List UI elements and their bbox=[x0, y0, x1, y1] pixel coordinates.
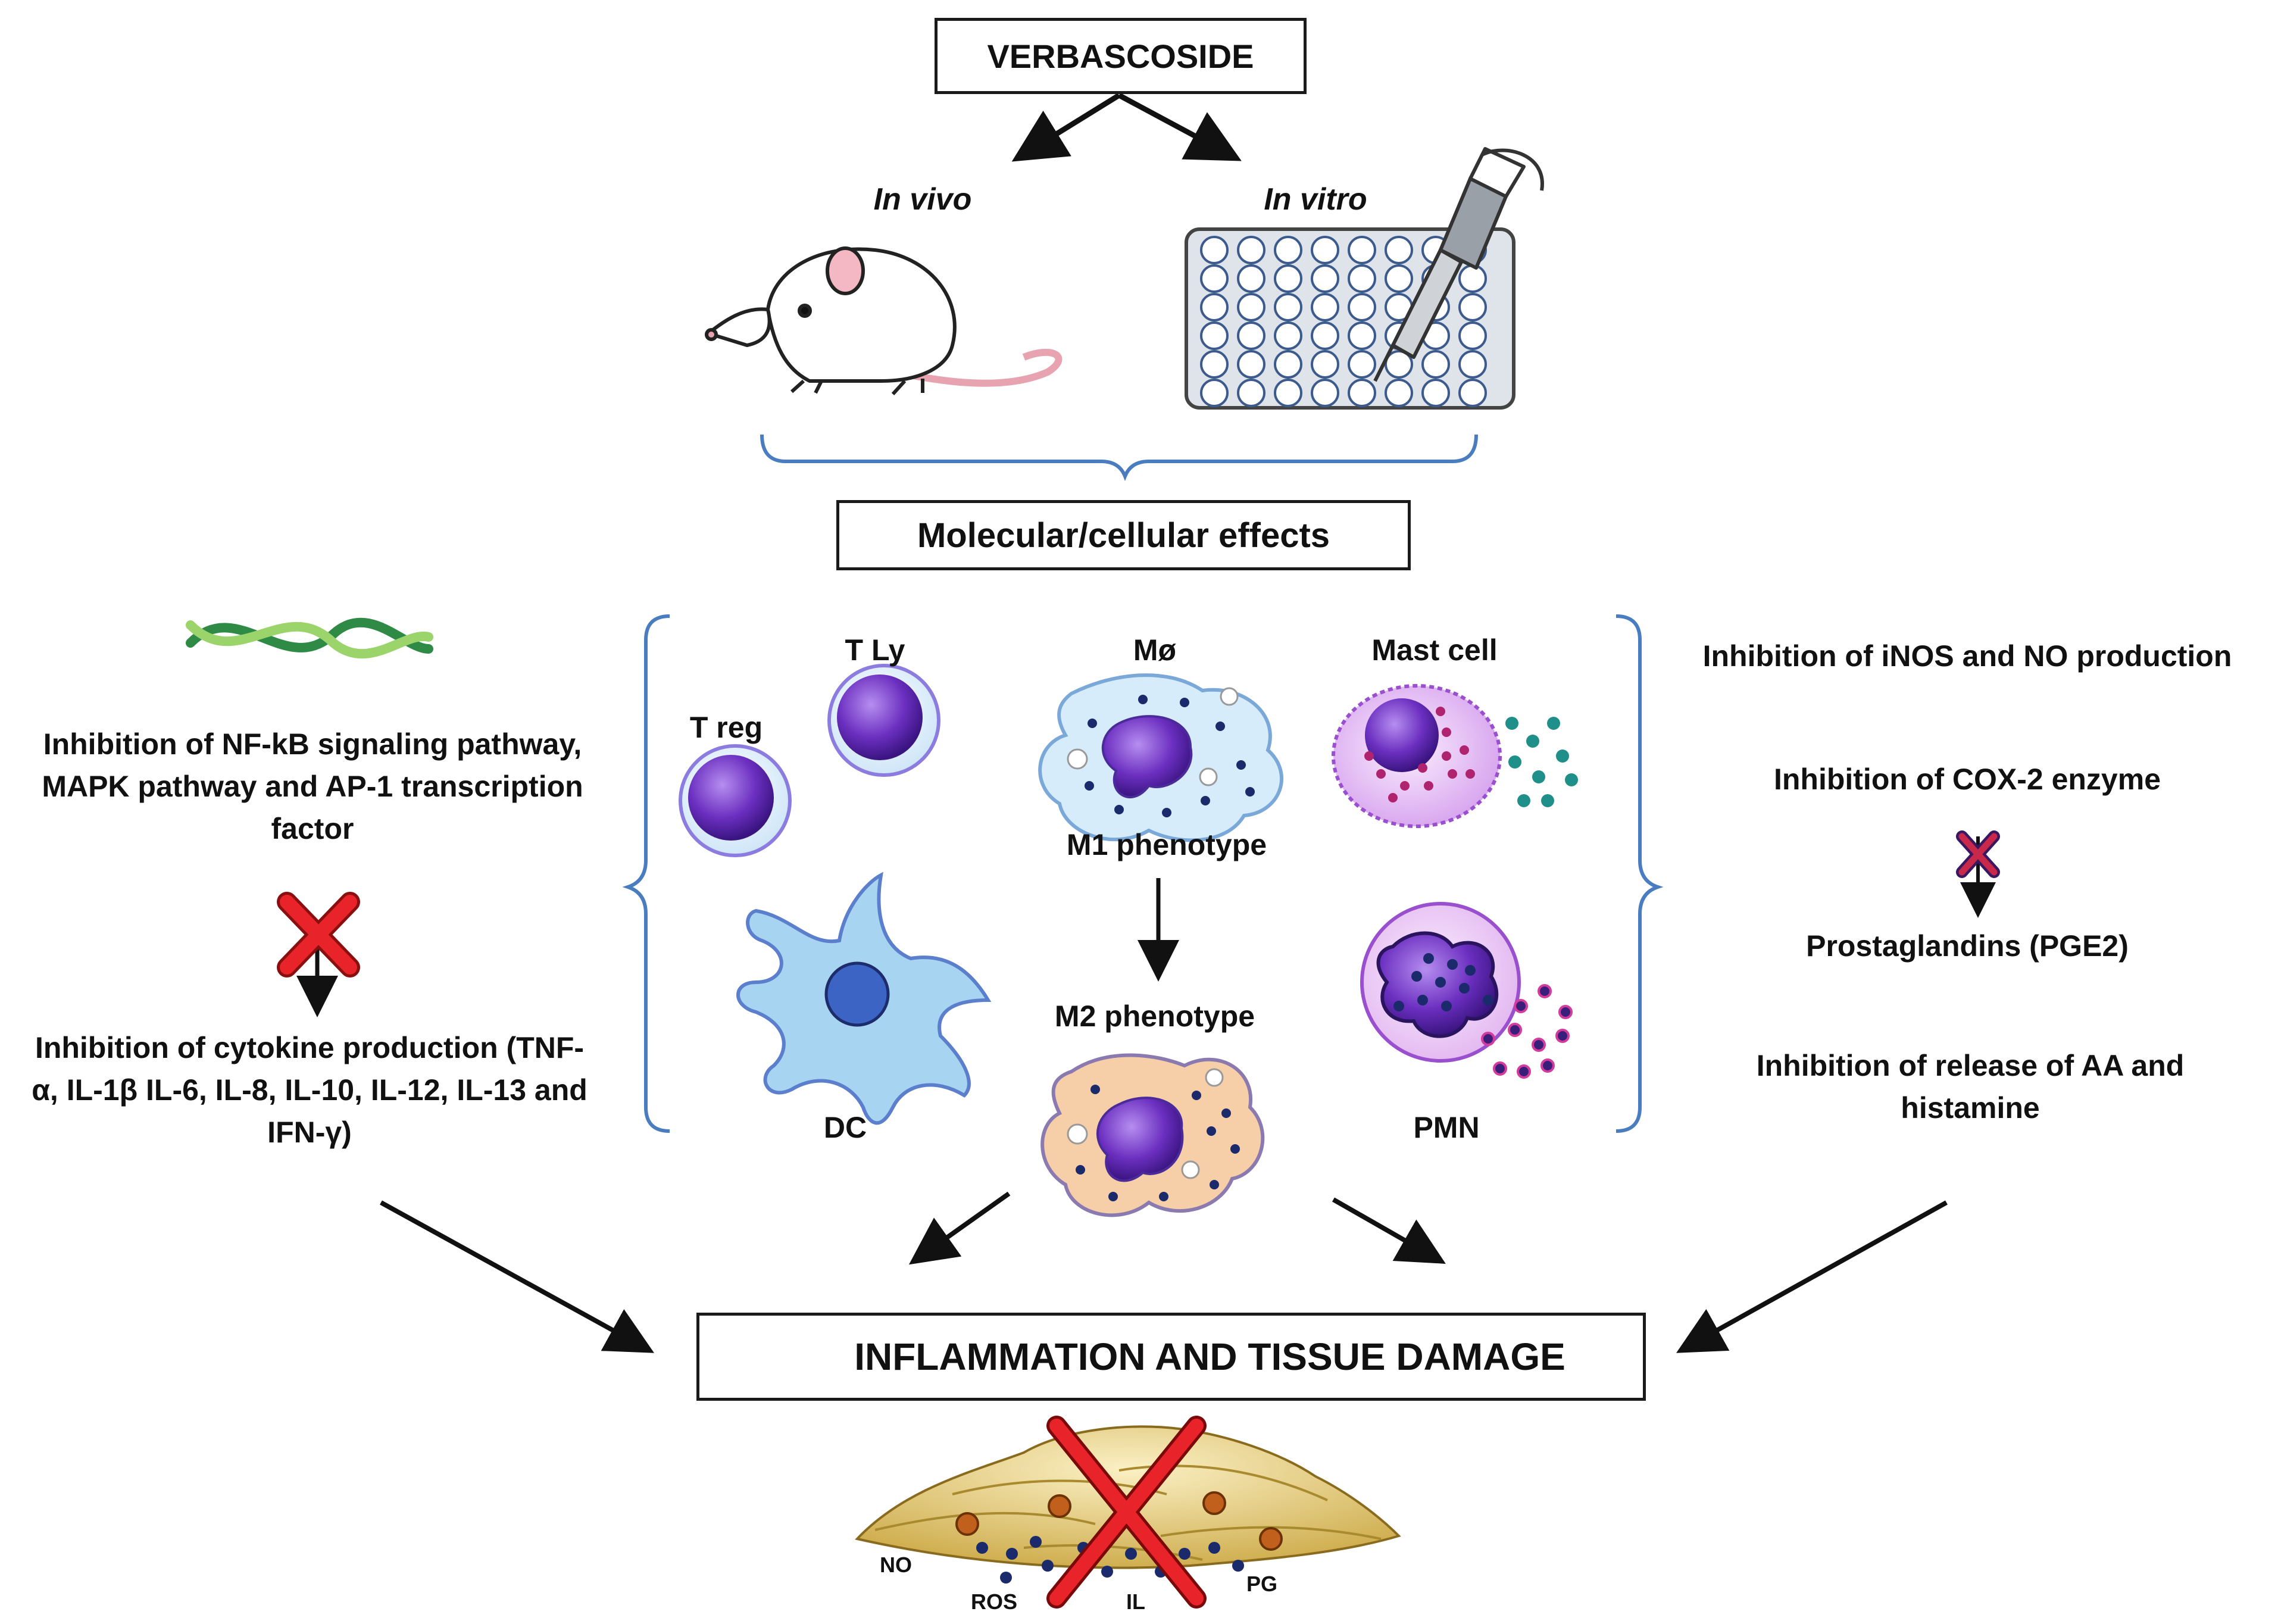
outcome-box: INFLAMMATION AND TISSUE DAMAGE bbox=[696, 1313, 1646, 1401]
in-vivo-label: In vivo bbox=[873, 182, 972, 217]
pmn-cell bbox=[1360, 902, 1573, 1079]
mouse-illustration bbox=[705, 246, 1063, 396]
left-pathway-text: Inhibition of NF-kB signaling pathway, M… bbox=[42, 727, 583, 845]
tly-cell bbox=[827, 664, 940, 777]
right-cox2-text: Inhibition of COX-2 enzyme bbox=[1773, 763, 2161, 796]
curly-brace-left bbox=[622, 614, 670, 1133]
macrophage-m1-cell bbox=[1038, 673, 1284, 842]
in-vitro-label: In vitro bbox=[1264, 182, 1367, 217]
pipette-illustration bbox=[1373, 147, 1544, 382]
outcome-text: INFLAMMATION AND TISSUE DAMAGE bbox=[854, 1335, 1565, 1378]
title-box: VERBASCOSIDE bbox=[935, 18, 1307, 94]
effects-box: Molecular/cellular effects bbox=[836, 500, 1411, 570]
tissue-label-no: NO bbox=[880, 1553, 912, 1577]
label-macrophage: Mø bbox=[1133, 633, 1177, 667]
mast-cell bbox=[1332, 684, 1578, 828]
treg-cell bbox=[679, 744, 792, 857]
left-cytokine-text: Inhibition of cytokine production (TNF-α… bbox=[32, 1031, 588, 1149]
split-arrows bbox=[1011, 93, 1242, 162]
dna-helix-icon bbox=[186, 617, 433, 659]
label-m1: M1 phenotype bbox=[1066, 828, 1267, 861]
label-treg: T reg bbox=[689, 711, 763, 744]
macrophage-m2-cell bbox=[1040, 1053, 1265, 1217]
label-tly: T Ly bbox=[845, 633, 905, 667]
label-m2: M2 phenotype bbox=[1054, 1000, 1255, 1033]
tissue-label-pg: PG bbox=[1246, 1572, 1277, 1596]
curly-brace-right bbox=[1615, 614, 1664, 1133]
tissue-cross-icon bbox=[1046, 1416, 1207, 1609]
right-aa-text: Inhibition of release of AA and histamin… bbox=[1756, 1049, 2185, 1125]
tissue-label-ros: ROS bbox=[970, 1589, 1017, 1614]
dc-cell bbox=[736, 872, 992, 1125]
right-cross-icon bbox=[1956, 830, 2000, 878]
label-pmn: PMN bbox=[1413, 1111, 1480, 1144]
effects-text: Molecular/cellular effects bbox=[917, 516, 1330, 555]
label-mast-cell: Mast cell bbox=[1371, 633, 1498, 667]
label-dc: DC bbox=[823, 1111, 867, 1144]
curly-brace-horizontal bbox=[760, 434, 1478, 482]
title-text: VERBASCOSIDE bbox=[987, 37, 1254, 75]
right-pge2-text: Prostaglandins (PGE2) bbox=[1806, 929, 2129, 963]
right-inos-text: Inhibition of iNOS and NO production bbox=[1702, 639, 2232, 673]
well-plate-illustration bbox=[1185, 227, 1515, 410]
converging-arrows bbox=[380, 1191, 1948, 1353]
tissue-label-il: IL bbox=[1126, 1589, 1145, 1614]
left-cross-icon bbox=[277, 892, 360, 977]
